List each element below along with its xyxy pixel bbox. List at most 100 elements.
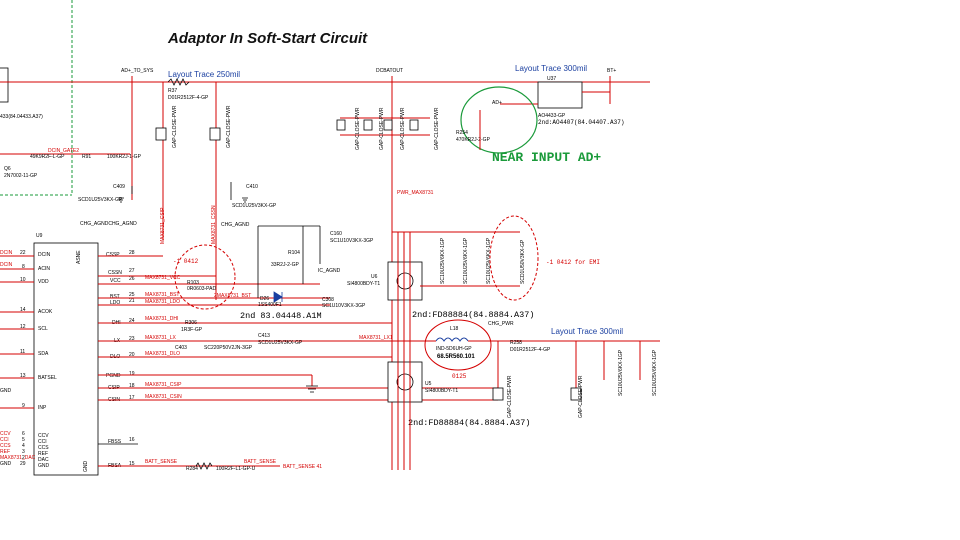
ic-pin-lx-num: 23 (129, 336, 135, 342)
net-max-lx: MAX8731_LX (145, 335, 177, 341)
ic-pin-vdd-num: 10 (20, 277, 26, 283)
c413-ref: C413 (258, 333, 270, 339)
r258-ref: R258 (510, 340, 522, 346)
note-u5-2nd: 2nd:FD88884(84.8884.A37) (408, 418, 530, 428)
u6-symbol (396, 272, 414, 290)
q6-ref: Q6 (4, 166, 11, 172)
d26-val: 1SS400F1 (258, 302, 282, 308)
left-net-gnd-2: GND (0, 461, 12, 467)
c409-ref: C409 (113, 184, 125, 190)
left-net-cci: CCI (0, 437, 9, 443)
gap-close-csin (570, 387, 582, 401)
q6-val: 2N7002-11-GP (4, 173, 38, 179)
u6-val: SI4800BDY-T1 (347, 281, 380, 287)
capbank-label-1: GAP-CLOSE-PWR (355, 107, 361, 150)
ic-pin-dcin-num: 22 (20, 250, 26, 256)
ic-pin-ldo: LDO (110, 300, 120, 306)
net-max-bst2: 2MAX8731_BST (214, 293, 251, 299)
ic-u9-left-pins: DCIN 22 ACIN 8 VDD 10 ACOK 14 SCL 12 SDA… (20, 250, 57, 469)
left-net-dcin-2: DCIN (0, 262, 13, 268)
rightbank-cap-1: SC10U25V6KX-1GP (618, 349, 624, 396)
net-max-bst: MAX8731_BST (145, 292, 179, 298)
capbank-label-3: GAP-CLOSE-PWR (400, 107, 406, 150)
net-dcbatout: DCBATOUT (376, 68, 403, 74)
ic-pin-scl: SCL (38, 326, 48, 332)
u5-symbol (396, 373, 414, 391)
midbank-cap-2: SC10U25V6KX-1GP (463, 237, 469, 284)
net-chg-pwr: CHG_PWR (488, 321, 514, 327)
ic-pin-cci-num: 5 (22, 437, 25, 443)
net-batt-sense-41: BATT_SENSE 41 (283, 464, 322, 470)
r254-val: 470KR2J-2-GP (456, 137, 491, 143)
ic-pin-cssn: CSSN (108, 270, 122, 276)
left-2nd-note: 433(84.04433.A37) (0, 114, 43, 120)
r284-ref: R284 (186, 466, 198, 472)
net-ic-agnd: IC_AGND (318, 268, 341, 274)
gap-close-csip-label: GAP-CLOSE-PWR (507, 375, 513, 418)
trace-note-250: Layout Trace 250mil (168, 70, 240, 79)
ic-u9-gnd-bottom: GND (83, 461, 89, 473)
net-max-dhi: MAX8731_DHI (145, 316, 178, 322)
d26-diode (273, 291, 283, 303)
ic-pin-dac-num: 2 (22, 455, 25, 461)
schematic-title: Adaptor In Soft-Start Circuit (167, 30, 368, 47)
capbank-cap-4 (409, 119, 419, 131)
left-net-ccv: CCV (0, 431, 11, 437)
r37-val: D01R2512F-4-GP (168, 95, 209, 101)
ic-pin-dac: DAC (38, 457, 49, 463)
r91-ref: R91 (82, 154, 91, 160)
u37-val: AO4433-GP (538, 113, 566, 119)
u37-mosfet (537, 81, 583, 109)
net-batt-sense-2: BATT_SENSE (244, 459, 277, 465)
ic-pin-acok: ACOK (38, 309, 53, 315)
r254-ref: R254 (456, 130, 468, 136)
gap-close-1-label: GAP-CLOSE-PWR (172, 105, 178, 148)
u5-ref: U5 (425, 381, 432, 387)
change-mark-right (489, 215, 539, 301)
capbank-cap-3 (383, 119, 393, 131)
note-0125: 0125 (452, 373, 467, 380)
capbank-label-2: GAP-CLOSE-PWR (379, 107, 385, 150)
near-input-highlight (460, 86, 538, 154)
r258-val: D01R2512F-4-GP (510, 347, 551, 353)
capbank-top: GAP-CLOSE-PWR GAP-CLOSE-PWR GAP-CLOSE-PW… (336, 107, 440, 150)
c308-val: SC1U10V3KX-3GP (322, 303, 366, 309)
left-net-dcin-1: DCIN (0, 250, 13, 256)
ic-u9-body (33, 242, 99, 476)
ic-pin-ccs: CCS (38, 445, 49, 451)
c403-val: SC220P50V2JN-3GP (204, 345, 253, 351)
ic-pin-inp: INP (38, 405, 47, 411)
ic-pin-bst: BST (110, 294, 120, 300)
ic-pin-batsel: BATSEL (38, 375, 57, 381)
capbank-cap-2 (363, 119, 373, 131)
c160-ref: C160 (330, 231, 342, 237)
u37-ref: U37 (547, 76, 556, 82)
rightbank-cap-2: SC10U25V6KX-1GP (652, 349, 658, 396)
ic-pin-cci: CCI (38, 439, 47, 445)
ic-pin-gnd: GND (38, 463, 50, 469)
ic-pin-csip-num: 18 (129, 383, 135, 389)
ic-u9-ref: U9 (36, 233, 43, 239)
ic-pin-cssp-num: 28 (129, 250, 135, 256)
ic-u9-right-pins: CSSP 28 CSSN 27 VCC 26 BST 25 LDO 21 DHI… (106, 250, 135, 469)
net-max-csin2: MAX8731_CSIN (145, 394, 182, 400)
trace-note-300-top: Layout Trace 300mil (515, 64, 587, 73)
note-u6-2nd: 2nd:FD88884(84.8884.A37) (412, 310, 534, 320)
c403-ref: C403 (175, 345, 187, 351)
ic-pin-ccv-num: 6 (22, 431, 25, 437)
ic-pin-sda-num: 11 (20, 349, 25, 355)
net-ad: AD+ (492, 100, 502, 106)
net-max-csip-v: MAX8731_CSIP (160, 207, 166, 244)
ic-pin-inp-num: 9 (22, 403, 25, 409)
midbank-cap-3: SC10U25V6KX-1GP (486, 237, 492, 284)
ic-pin-fbsa-num: 15 (129, 461, 135, 467)
ic-pin-cssp: CSSP (106, 252, 120, 258)
capbank-cap-1 (336, 119, 346, 131)
left-net-ccs: CCS (0, 443, 11, 449)
gap-close-2-label: GAP-CLOSE-PWR (226, 105, 232, 148)
ic-u9-left-nets: DCIN DCIN GND CCV CCI CCS REF MAX8731_DA… (0, 250, 36, 467)
c409-val: SCD1U25V3KX-GP (78, 197, 123, 203)
net-chg-agnd-right: CHG_AGND (221, 222, 250, 228)
ic-pin-dcin: DCIN (38, 252, 51, 258)
